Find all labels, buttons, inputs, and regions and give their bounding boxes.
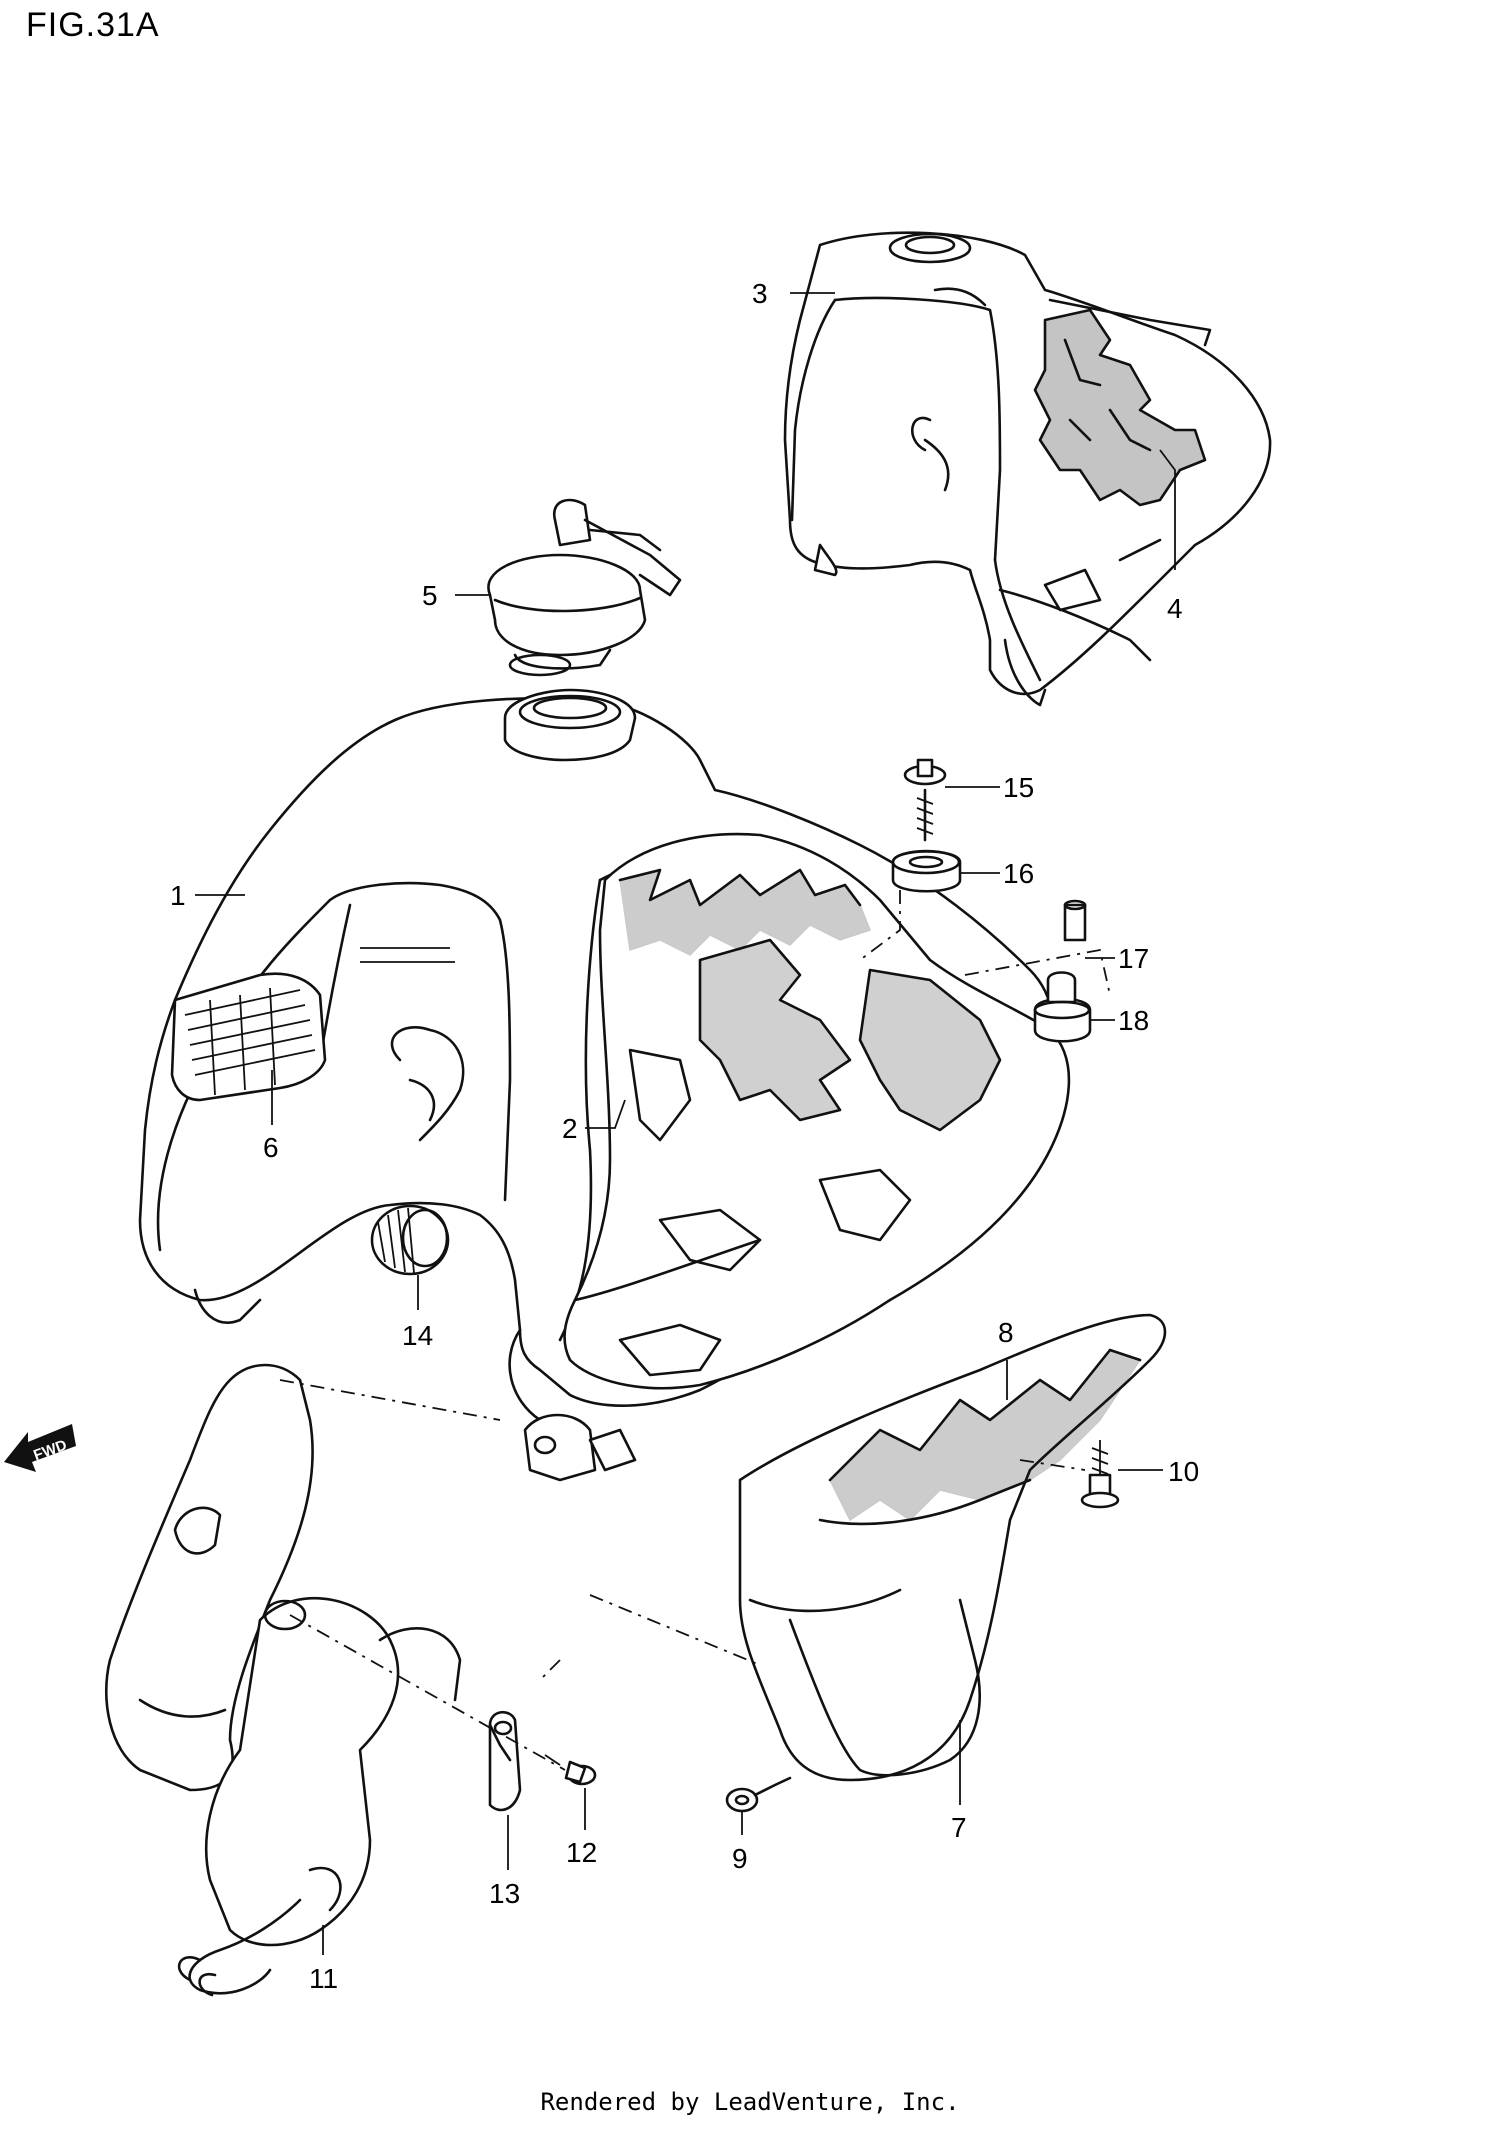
callout-9: 9 (732, 1843, 748, 1874)
callout-3: 3 (752, 278, 768, 309)
callout-17: 17 (1118, 943, 1149, 974)
cushion-ring[interactable] (891, 849, 962, 893)
spacer-collar[interactable] (1063, 899, 1087, 942)
small-fuel-tank[interactable] (783, 231, 1272, 707)
side-cover[interactable] (735, 1475, 1020, 1784)
hose-clamp[interactable] (488, 1711, 522, 1812)
knee-grip[interactable] (170, 972, 327, 1102)
mounting-bolt[interactable] (903, 758, 947, 842)
tank-mount-tab (523, 1413, 637, 1482)
callout-11: 11 (309, 1963, 338, 1994)
callout-14: 14 (402, 1320, 433, 1351)
callout-15: 15 (1003, 772, 1034, 803)
frame-cover-bolt[interactable] (1080, 1440, 1120, 1509)
tank-emblem[interactable] (1033, 308, 1207, 612)
clamp-screw[interactable] (544, 1754, 597, 1786)
fuel-cap[interactable] (487, 498, 682, 677)
callout-1: 1 (170, 880, 186, 911)
callout-4: 4 (1167, 593, 1183, 624)
callout-8: 8 (998, 1317, 1014, 1348)
callout-18: 18 (1118, 1005, 1149, 1036)
tank-side-cover[interactable] (563, 832, 1071, 1390)
callout-6: 6 (263, 1132, 279, 1163)
forward-arrow-icon: FWD (4, 1424, 76, 1472)
frame-cover-panel[interactable] (738, 1313, 1167, 1782)
callout-16: 16 (1003, 858, 1034, 889)
footer-credit: Rendered by LeadVenture, Inc. (540, 2088, 960, 2116)
leader-lines (195, 292, 1176, 1955)
callout-5: 5 (422, 580, 438, 611)
figure-title: FIG.31A (26, 6, 160, 44)
rubber-cushion[interactable] (1033, 971, 1092, 1043)
fuel-tank-bracket[interactable] (177, 1596, 462, 1997)
callout-12: 12 (566, 1837, 597, 1868)
side-cover-bolt[interactable] (725, 1776, 792, 1813)
tank-cushion[interactable] (370, 1204, 450, 1276)
callout-7: 7 (951, 1812, 967, 1843)
callout-2: 2 (562, 1113, 578, 1144)
callout-13: 13 (489, 1878, 520, 1909)
callout-10: 10 (1168, 1456, 1199, 1487)
